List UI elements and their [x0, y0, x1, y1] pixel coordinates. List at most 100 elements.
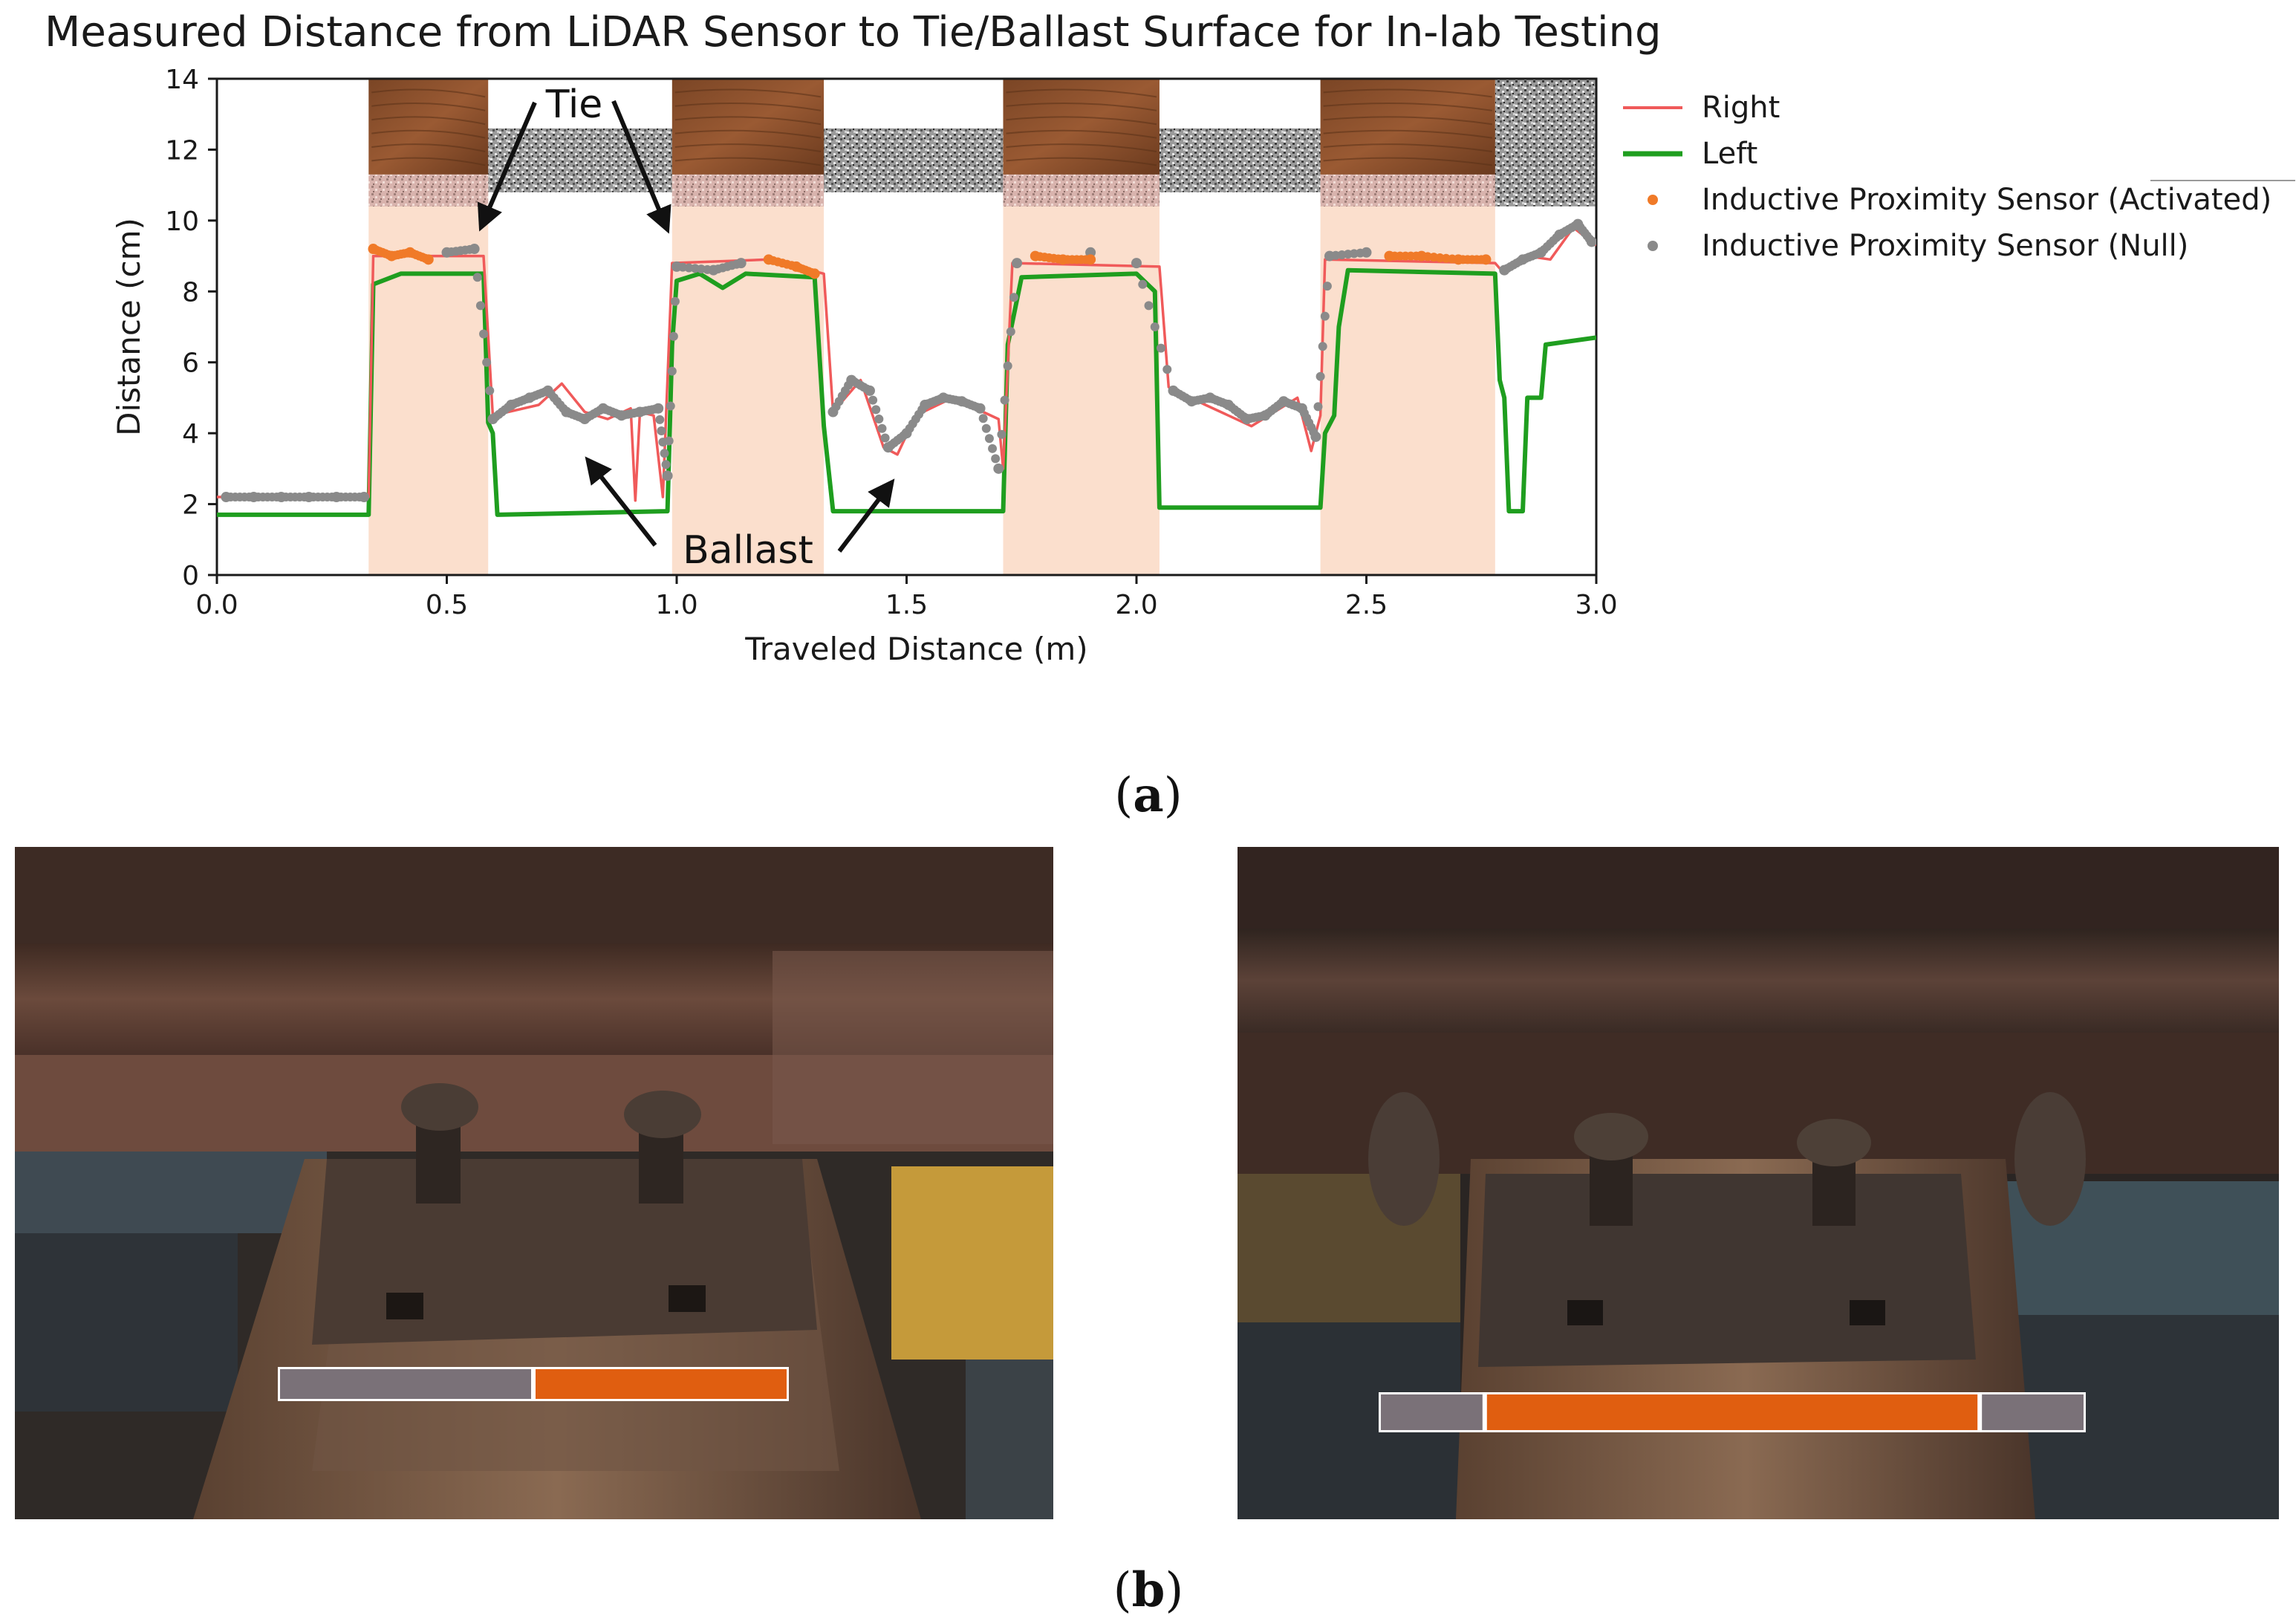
data-point	[981, 423, 991, 433]
data-point	[1313, 402, 1323, 412]
data-point	[1310, 431, 1321, 442]
data-point	[1012, 258, 1023, 269]
series-inductive-proximity-sensor-null-	[221, 218, 1596, 503]
y-tick-label: 8	[182, 277, 199, 308]
data-point	[978, 414, 988, 423]
x-tick-label: 2.5	[1345, 590, 1388, 620]
tie-wood-block	[1320, 79, 1495, 175]
data-point	[664, 436, 674, 446]
data-point	[997, 429, 1006, 439]
tie-wood-grain	[1006, 102, 1157, 111]
tie-annotation: Tie	[477, 82, 671, 234]
data-point	[864, 385, 875, 396]
tie-arrow-left	[477, 101, 537, 232]
tie-wood-grain	[371, 129, 486, 139]
proximity-bar-segment	[280, 1369, 531, 1399]
data-point	[657, 426, 666, 435]
chart-title: Measured Distance from LiDAR Sensor to T…	[45, 8, 1662, 56]
data-point	[735, 258, 747, 269]
data-point	[485, 386, 495, 395]
data-point	[670, 296, 680, 306]
tie-wood-block	[368, 79, 489, 175]
tie-wood-grain	[674, 157, 822, 166]
tie-wood-grain	[674, 129, 822, 139]
data-point	[479, 329, 489, 339]
tie-ballast-strip	[671, 174, 825, 207]
data-point	[669, 331, 678, 341]
panel-b-label-text: (b)	[1113, 1562, 1184, 1618]
legend-entry: Left	[1623, 137, 1757, 171]
data-point	[988, 444, 998, 453]
data-point	[472, 273, 482, 282]
panel-a-label: a	[1133, 767, 1163, 823]
series-inductive-proximity-sensor-activated-	[368, 244, 1492, 279]
proximity-bar-right	[1381, 1394, 2084, 1430]
data-point	[1318, 342, 1327, 351]
y-tick-label: 12	[165, 135, 199, 166]
data-point	[1144, 301, 1154, 311]
tie-ballast-strip	[1320, 174, 1495, 207]
tie-wood-grain	[1323, 143, 1492, 153]
data-point	[666, 401, 675, 411]
data-point	[1361, 247, 1372, 258]
tie-wood-grain	[371, 143, 486, 152]
tie-wood-grain	[674, 116, 822, 126]
data-point	[1131, 258, 1142, 269]
data-point	[1085, 254, 1096, 265]
x-tick-label: 0.0	[195, 590, 238, 620]
tie-arrow-right	[611, 100, 671, 234]
data-point	[661, 460, 671, 470]
data-point	[469, 244, 480, 255]
tie-wood-block	[671, 79, 825, 175]
tie-wood-grain	[1006, 157, 1157, 166]
tie-ballast-strip	[368, 174, 489, 207]
x-tick-label: 0.5	[426, 590, 468, 620]
data-point	[809, 268, 820, 279]
tie-region-layer	[368, 79, 1597, 576]
y-tick-label: 0	[182, 561, 199, 591]
proximity-bar-segment	[1486, 1394, 1978, 1430]
legend-label: Left	[1702, 137, 1757, 171]
data-point	[655, 415, 665, 424]
panel-a-label-text: (a)	[1114, 767, 1182, 823]
data-point	[1162, 365, 1172, 374]
tie-wood-grain	[1323, 88, 1492, 98]
legend-swatch	[1648, 195, 1658, 205]
ballast-annotation: Ballast	[585, 456, 895, 573]
panel-b-label: b	[1132, 1562, 1165, 1618]
legend-label: Inductive Proximity Sensor (Activated)	[1702, 183, 2271, 217]
x-tick-label: 1.5	[885, 590, 928, 620]
proximity-bar-left	[280, 1369, 787, 1399]
data-point	[1586, 236, 1596, 247]
legend-label: Right	[1702, 91, 1780, 125]
x-axis-label: Traveled Distance (m)	[744, 631, 1087, 667]
tie-wood-grain	[1323, 102, 1492, 111]
legend-entry: Inductive Proximity Sensor (Null)	[1648, 229, 2188, 263]
photo-right	[1238, 847, 2279, 1519]
data-point	[1000, 395, 1009, 405]
legend-label: Inductive Proximity Sensor (Null)	[1702, 229, 2188, 263]
data-point	[984, 434, 994, 444]
tie-wood-grain	[1006, 129, 1157, 139]
data-point	[991, 454, 1001, 464]
data-point	[1157, 343, 1166, 353]
data-point	[1009, 293, 1018, 302]
data-point	[1006, 327, 1015, 337]
tie-region-band	[671, 174, 825, 576]
ballast-arrow-left	[585, 456, 657, 547]
data-point	[660, 449, 669, 458]
data-point	[423, 254, 434, 265]
tie-wood-grain	[674, 143, 822, 153]
tie-wood-grain	[371, 102, 486, 111]
data-point	[868, 395, 878, 405]
y-tick-label: 4	[182, 419, 199, 449]
data-point	[1480, 254, 1492, 265]
proximity-bar-segment	[1381, 1394, 1483, 1430]
data-point	[1003, 361, 1012, 371]
tie-region-band	[368, 174, 489, 576]
proximity-bar-segment	[536, 1369, 787, 1399]
ballast-texture-end	[1495, 79, 1596, 207]
tie-region-band	[1003, 174, 1160, 576]
